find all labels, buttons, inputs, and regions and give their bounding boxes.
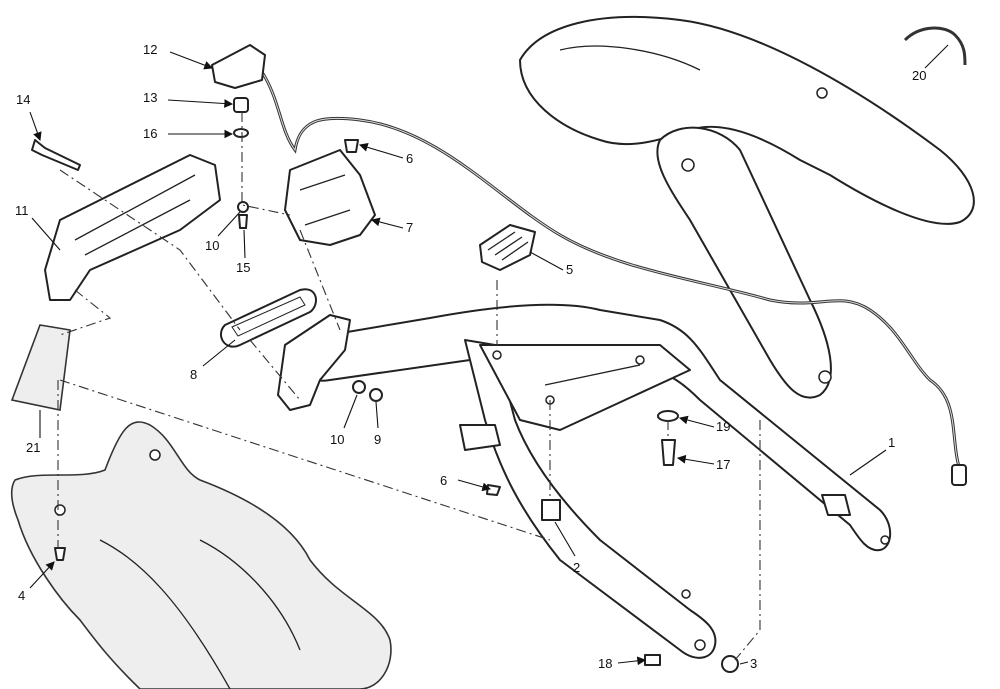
sensor-12 (211, 44, 266, 89)
label-4: 4 (18, 588, 25, 603)
cable-clip-20 (903, 26, 967, 66)
label-18: 18 (598, 656, 612, 671)
light-holder-11 (44, 154, 221, 301)
label-1: 1 (888, 435, 895, 450)
label-3: 3 (750, 656, 757, 671)
rear-rack-1 (298, 303, 892, 659)
rubber-pad-5 (479, 224, 536, 271)
plate-21 (10, 324, 71, 411)
label-12: 12 (143, 42, 157, 57)
label-17: 17 (716, 457, 730, 472)
label-21: 21 (26, 440, 40, 455)
assembly-lines (57, 112, 761, 661)
fasteners (54, 139, 739, 673)
reflector-8 (220, 288, 317, 348)
label-11: 11 (15, 203, 29, 218)
label-14: 14 (16, 92, 30, 107)
label-19: 19 (716, 419, 730, 434)
label-13: 13 (143, 90, 157, 105)
label-15: 15 (236, 260, 250, 275)
leader-lines (29, 44, 949, 666)
label-2: 2 (573, 560, 580, 575)
label-6-bottom: 6 (440, 473, 447, 488)
label-10-top: 10 (205, 238, 219, 253)
label-6-top: 6 (406, 151, 413, 166)
label-20: 20 (912, 68, 926, 83)
plate-bracket-7 (284, 149, 376, 246)
spacer-13 (233, 97, 249, 113)
label-10-bottom: 10 (330, 432, 344, 447)
undertray (10, 421, 392, 689)
label-7: 7 (406, 220, 413, 235)
washer-16 (233, 128, 249, 138)
label-9: 9 (374, 432, 381, 447)
bracket-lower (277, 314, 351, 411)
label-8: 8 (190, 367, 197, 382)
screw-14 (31, 139, 81, 171)
label-5: 5 (566, 262, 573, 277)
label-16: 16 (143, 126, 157, 141)
tail-fairing (519, 15, 975, 399)
wiring-cable (260, 71, 967, 486)
part-labels: 1 2 3 4 5 6 6 7 8 9 10 10 11 12 13 14 15… (15, 42, 926, 671)
